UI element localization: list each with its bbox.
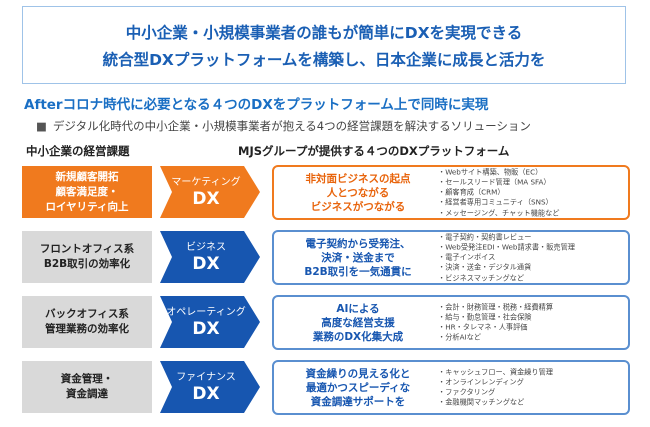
feature-item: ビジネスマッチングなど bbox=[438, 273, 575, 283]
mission-line-1: 中小企業・小規模事業者の誰もが簡単にDXを実現できる bbox=[125, 24, 523, 42]
feature-item: 金融機関マッチングなど bbox=[438, 398, 553, 408]
square-bullet-icon: ■ bbox=[36, 119, 47, 133]
feature-list: キャッシュフロー、資金繰り管理 オンラインレンディング ファクタリング 金融機関… bbox=[438, 367, 553, 408]
feature-item: 電子契約・契約書レビュー bbox=[438, 232, 575, 242]
mission-statement-box: 中小企業・小規模事業者の誰もが簡単にDXを実現できる 統合型DXプラットフォーム… bbox=[22, 6, 626, 84]
feature-item: HR・タレマネ・人事評価 bbox=[438, 323, 553, 333]
challenge-operating: バックオフィス系 管理業務の効率化 bbox=[22, 296, 152, 348]
dx-chevron-operating: オペレーティング DX bbox=[160, 296, 260, 348]
feature-item: オンラインレンディング bbox=[438, 377, 553, 387]
challenges-heading: 中小企業の経営課題 bbox=[26, 144, 130, 158]
feature-item: 会計・財務管理・税務・経費精算 bbox=[438, 302, 553, 312]
dx-label: DX bbox=[192, 318, 220, 339]
dx-label: DX bbox=[192, 383, 220, 404]
platforms-heading: MJSグループが提供する４つのDXプラットフォーム bbox=[238, 144, 510, 158]
bullet-line: ■ デジタル化時代の中小企業・小規模事業者が抱える4つの経営課題を解決するソリュー… bbox=[36, 118, 531, 134]
solution-text: 電子契約から受発注、 決済・送金まで B2B取引を一気通貫に bbox=[304, 237, 412, 278]
feature-item: 経営者専用コミュニティ（SNS） bbox=[438, 198, 560, 208]
platform-box-business: 電子契約から受発注、 決済・送金まで B2B取引を一気通貫に 電子契約・契約書レ… bbox=[272, 230, 630, 285]
feature-list: Webサイト構築、物販（EC） セールスリード管理（MA SFA） 顧客育成（C… bbox=[438, 167, 560, 218]
solution-text: AIによる 高度な経営支援 業務のDX化集大成 bbox=[312, 302, 404, 343]
feature-item: 決済・送金・デジタル通貨 bbox=[438, 263, 575, 273]
platform-box-finance: 資金繰りの見える化と 最適かつスピーディな 資金調達サポートを キャッシュフロー… bbox=[272, 360, 630, 415]
dx-name: ファイナンス bbox=[176, 371, 236, 383]
feature-item: 分析AIなど bbox=[438, 333, 553, 343]
solution-text: 非対面ビジネスの起点 人とつながる ビジネスがつながる bbox=[305, 172, 411, 213]
feature-item: メッセージング、チャット機能など bbox=[438, 208, 559, 218]
dx-label: DX bbox=[192, 188, 220, 209]
feature-item: キャッシュフロー、資金繰り管理 bbox=[438, 367, 553, 377]
feature-list: 会計・財務管理・税務・経費精算 給与・勤怠管理・社会保険 HR・タレマネ・人事評… bbox=[438, 302, 553, 343]
platform-box-operating: AIによる 高度な経営支援 業務のDX化集大成 会計・財務管理・税務・経費精算 … bbox=[272, 295, 630, 350]
feature-list: 電子契約・契約書レビュー Web受発注EDI・Web請求書・販売管理 電子インボ… bbox=[438, 232, 575, 283]
mission-line-2: 統合型DXプラットフォームを構築し、日本企業に成長と活力を bbox=[102, 51, 546, 69]
dx-name: ビジネス bbox=[186, 241, 226, 253]
dx-name: マーケティング bbox=[171, 176, 241, 188]
dx-label: DX bbox=[192, 253, 220, 274]
dx-chevron-business: ビジネス DX bbox=[160, 231, 260, 283]
dx-chevron-finance: ファイナンス DX bbox=[160, 361, 260, 413]
solution-text: 資金繰りの見える化と 最適かつスピーディな 資金調達サポートを bbox=[305, 367, 411, 408]
feature-item: 給与・勤怠管理・社会保険 bbox=[438, 312, 553, 322]
dx-chevron-marketing: マーケティング DX bbox=[160, 166, 260, 218]
feature-item: ファクタリング bbox=[438, 388, 553, 398]
feature-item: 電子インボイス bbox=[438, 252, 575, 262]
feature-item: Web受発注EDI・Web請求書・販売管理 bbox=[438, 242, 575, 252]
challenge-finance: 資金管理・ 資金調達 bbox=[22, 361, 152, 413]
feature-item: セールスリード管理（MA SFA） bbox=[438, 177, 560, 187]
section-title: Afterコロナ時代に必要となる４つのDXをプラットフォーム上で同時に実現 bbox=[24, 97, 489, 113]
platform-box-marketing: 非対面ビジネスの起点 人とつながる ビジネスがつながる Webサイト構築、物販（… bbox=[272, 165, 630, 220]
challenge-business: フロントオフィス系 B2B取引の効率化 bbox=[22, 231, 152, 283]
feature-item: 顧客育成（CRM） bbox=[438, 187, 560, 197]
dx-name: オペレーティング bbox=[166, 306, 246, 318]
challenge-marketing: 新規顧客開拓 顧客満足度・ ロイヤリティ向上 bbox=[22, 166, 152, 218]
feature-item: Webサイト構築、物販（EC） bbox=[438, 167, 560, 177]
bullet-text: デジタル化時代の中小企業・小規模事業者が抱える4つの経営課題を解決するソリューシ… bbox=[52, 119, 531, 133]
